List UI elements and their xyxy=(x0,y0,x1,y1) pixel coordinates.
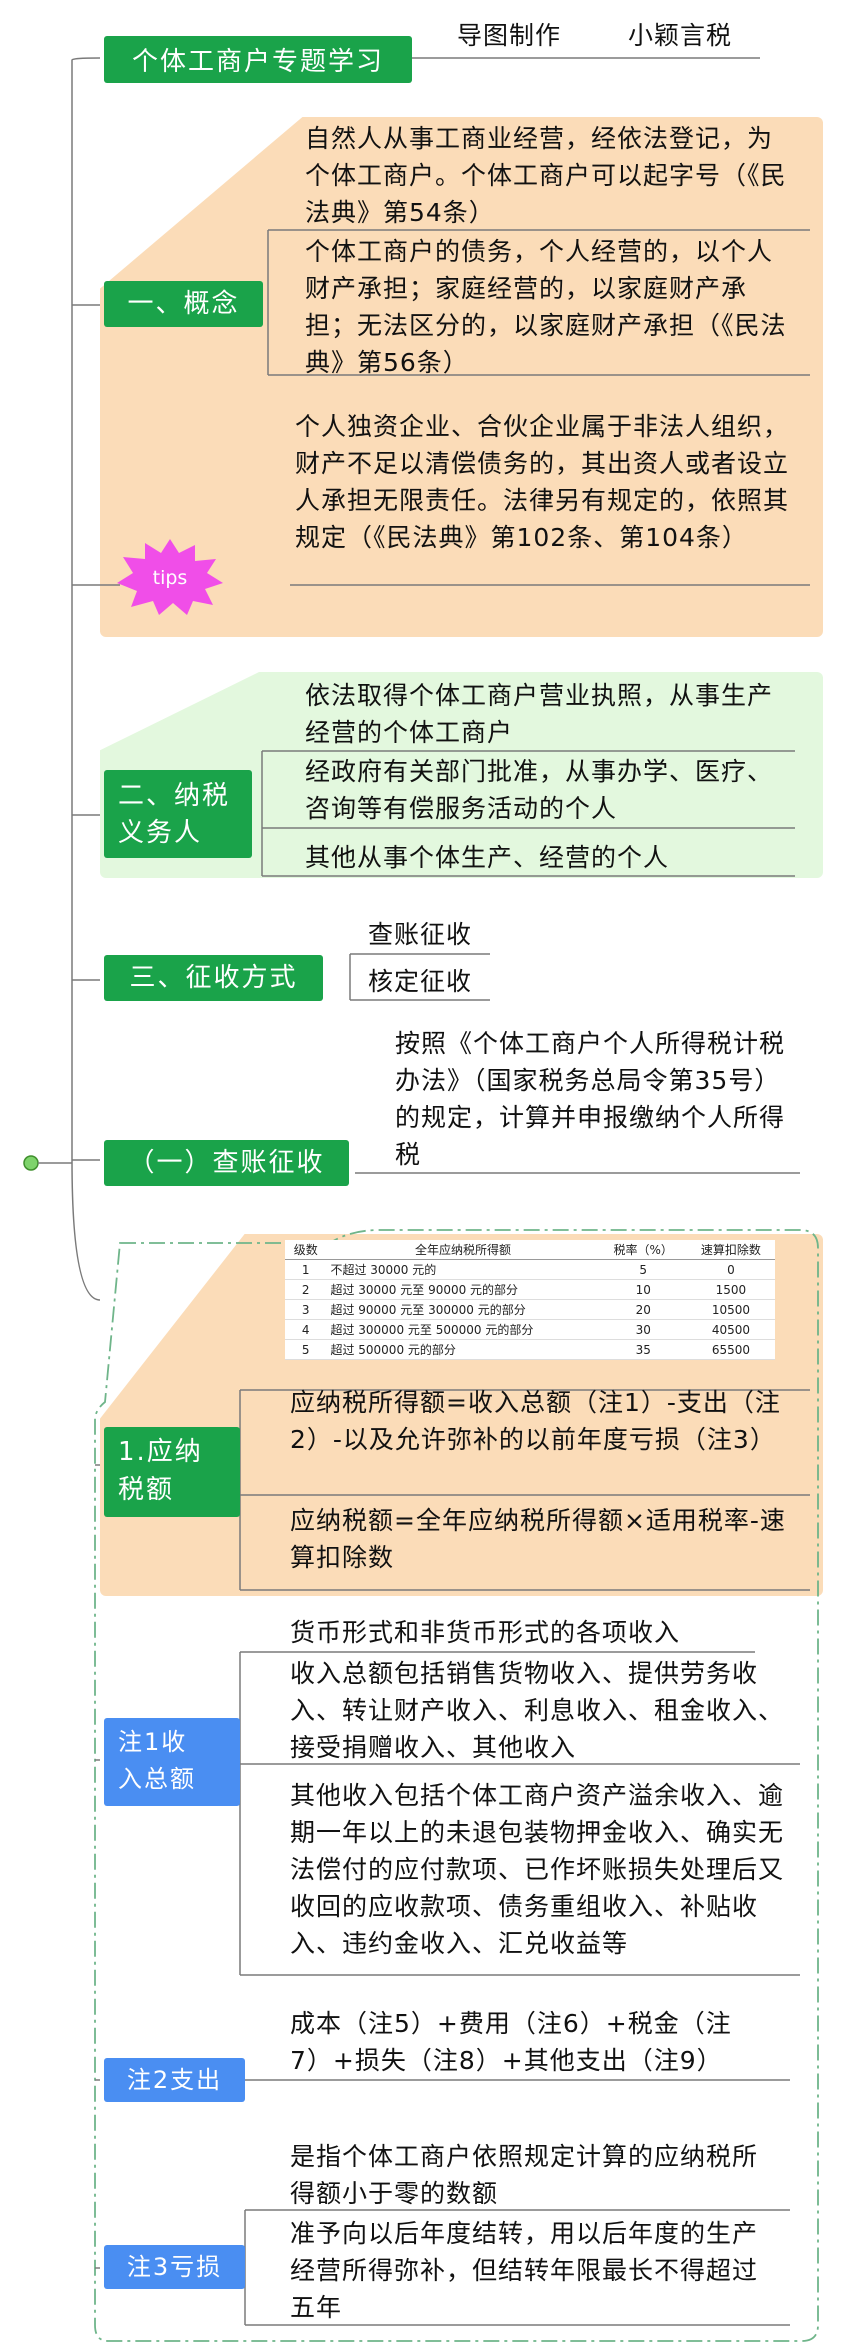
collection-item-2: 核定征收 xyxy=(368,967,473,996)
cell-deduction: 65500 xyxy=(686,1339,775,1360)
cell-level: 2 xyxy=(285,1279,327,1300)
taxpayer-item-3: 其他从事个体生产、经营的个人 xyxy=(305,843,670,872)
concept-tip-text: 个人独资企业、合伙企业属于非法人组织，财产不足以清偿债务的，其出资人或者设立人承… xyxy=(295,412,790,552)
cell-rate: 5 xyxy=(599,1259,687,1280)
tax-label-line1: 1.应纳 xyxy=(118,1437,203,1467)
tax-rate-table-header: 级数 全年应纳税所得额 税率（%） 速算扣除数 xyxy=(285,1240,775,1260)
concept-item-1: 自然人从事工商业经营，经依法登记，为个体工商户。个体工商户可以起字号（《民法典》… xyxy=(305,124,787,227)
concept-item-2: 个体工商户的债务，个人经营的，以个人财产承担；家庭经营的，以家庭财产承担；无法区… xyxy=(305,237,787,377)
table-row: 3 超过 90000 元至 300000 元的部分 20 10500 xyxy=(285,1299,775,1320)
note2-node[interactable]: 注2支出 xyxy=(104,2058,245,2102)
taxpayer-label-line1: 二、纳税 xyxy=(118,781,231,811)
table-row: 2 超过 30000 元至 90000 元的部分 10 1500 xyxy=(285,1279,775,1300)
cell-income: 超过 30000 元至 90000 元的部分 xyxy=(326,1279,600,1300)
table-row: 4 超过 300000 元至 500000 元的部分 30 40500 xyxy=(285,1319,775,1340)
cell-income: 超过 300000 元至 500000 元的部分 xyxy=(326,1319,600,1340)
cell-income: 不超过 30000 元的 xyxy=(326,1259,600,1280)
cell-rate: 20 xyxy=(599,1299,687,1320)
cell-level: 5 xyxy=(285,1339,327,1360)
cell-level: 3 xyxy=(285,1299,327,1320)
credit-left: 导图制作 xyxy=(457,21,562,50)
taxpayer-label-line2: 义务人 xyxy=(118,818,203,848)
collection-node[interactable]: 三、征收方式 xyxy=(104,955,323,1001)
table-row: 5 超过 500000 元的部分 35 65500 xyxy=(285,1339,775,1360)
tax-formula-1: 应纳税所得额=收入总额（注1）-支出（注2）-以及允许弥补的以前年度亏损（注3） xyxy=(290,1388,781,1454)
cell-income: 超过 500000 元的部分 xyxy=(326,1339,600,1360)
credit-right: 小颖言税 xyxy=(628,21,733,50)
tax-rate-table: 级数 全年应纳税所得额 税率（%） 速算扣除数 1 不超过 30000 元的 5… xyxy=(285,1240,775,1360)
collection-item-1: 查账征收 xyxy=(368,920,473,949)
cell-income: 超过 90000 元至 300000 元的部分 xyxy=(326,1299,600,1320)
cell-rate: 35 xyxy=(599,1339,687,1360)
header-deduction: 速算扣除数 xyxy=(686,1240,775,1260)
cell-rate: 10 xyxy=(599,1279,687,1300)
header-rate: 税率（%） xyxy=(599,1240,687,1260)
title-node[interactable]: 个体工商户专题学习 xyxy=(104,36,413,83)
concept-background xyxy=(100,117,823,637)
audit-collection-node[interactable]: （一）查账征收 xyxy=(104,1140,349,1186)
note3-item-2: 准予向以后年度结转，用以后年度的生产经营所得弥补，但结转年限最长不得超过五年 xyxy=(290,2219,759,2322)
taxpayer-item-1: 依法取得个体工商户营业执照，从事生产经营的个体工商户 xyxy=(305,681,774,747)
tips-badge: tips xyxy=(117,539,223,615)
note1-item-1: 货币形式和非货币形式的各项收入 xyxy=(290,1618,681,1647)
note3-item-1: 是指个体工商户依照规定计算的应纳税所得额小于零的数额 xyxy=(290,2142,759,2208)
cell-level: 1 xyxy=(285,1259,327,1280)
cell-deduction: 40500 xyxy=(686,1319,775,1340)
tips-label: tips xyxy=(153,567,188,589)
tax-formula-2: 应纳税额=全年应纳税所得额×适用税率-速算扣除数 xyxy=(290,1506,786,1572)
note3-node[interactable]: 注3亏损 xyxy=(104,2245,245,2289)
note2-text: 成本（注5）+费用（注6）+税金（注7）+损失（注8）+其他支出（注9） xyxy=(290,2009,732,2075)
tax-amount-node[interactable]: 1.应纳 税额 xyxy=(104,1427,240,1517)
cell-level: 4 xyxy=(285,1319,327,1340)
note1-node[interactable]: 注1收 入总额 xyxy=(104,1718,240,1806)
taxpayer-item-2: 经政府有关部门批准，从事办学、医疗、咨询等有偿服务活动的个人 xyxy=(305,757,774,823)
cell-deduction: 0 xyxy=(686,1259,775,1280)
cell-rate: 30 xyxy=(599,1319,687,1340)
note1-item-2: 收入总额包括销售货物收入、提供劳务收入、转让财产收入、利息收入、租金收入、接受捐… xyxy=(290,1659,785,1762)
table-row: 1 不超过 30000 元的 5 0 xyxy=(285,1259,775,1280)
cell-deduction: 10500 xyxy=(686,1299,775,1320)
note1-label-line2: 入总额 xyxy=(118,1765,196,1793)
cell-deduction: 1500 xyxy=(686,1279,775,1300)
note1-label-line1: 注1收 xyxy=(118,1728,188,1756)
tax-label-line2: 税额 xyxy=(118,1475,175,1505)
header-income: 全年应纳税所得额 xyxy=(326,1240,600,1260)
concept-node[interactable]: 一、概念 xyxy=(104,281,263,327)
audit-description: 按照《个体工商户个人所得税计税办法》（国家税务总局令第35号）的规定，计算并申报… xyxy=(395,1029,786,1169)
header-level: 级数 xyxy=(285,1240,327,1260)
taxpayer-node[interactable]: 二、纳税 义务人 xyxy=(104,770,252,858)
note1-item-3: 其他收入包括个体工商户资产溢余收入、逾期一年以上的未退包装物押金收入、确实无法偿… xyxy=(290,1781,785,1958)
